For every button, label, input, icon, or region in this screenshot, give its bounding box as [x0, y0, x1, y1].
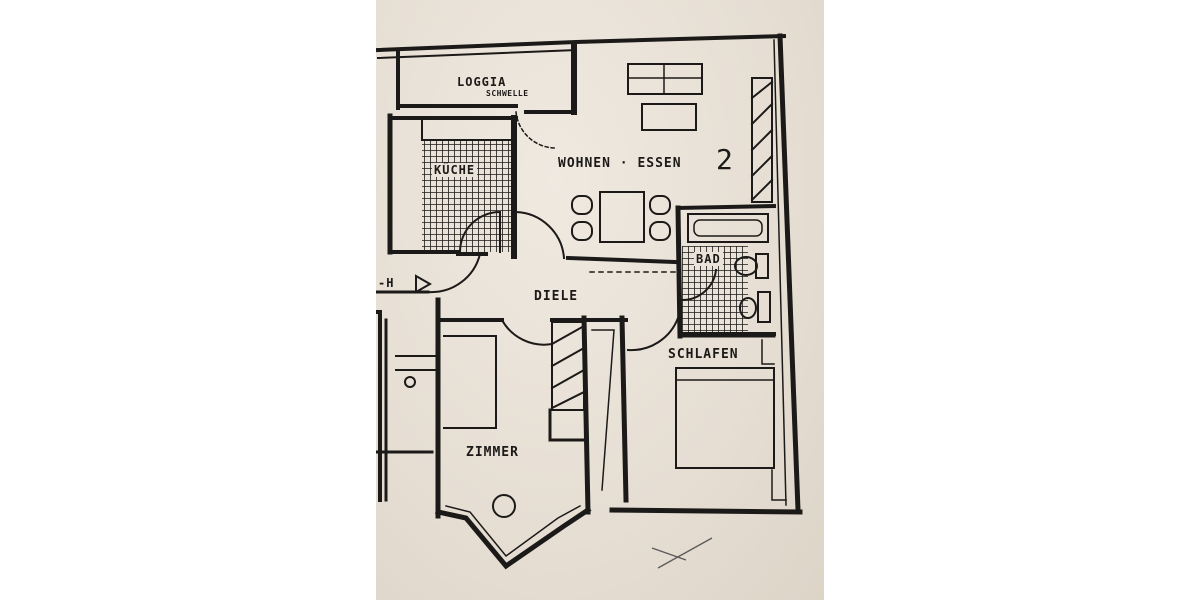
wall-top	[376, 33, 787, 53]
toilet-bowl	[734, 256, 758, 276]
label-loggia: LOGGIA	[457, 75, 507, 89]
hall-light	[404, 376, 416, 388]
paper-sheet	[376, 0, 824, 600]
door-zimmer-swing	[500, 318, 554, 346]
schlafen-wardrobe-line	[771, 469, 787, 501]
wall-right	[777, 33, 801, 513]
wall-bottom-right	[609, 507, 803, 515]
label-zimmer: ZIMMER	[466, 445, 519, 460]
dining-chair-2	[571, 221, 593, 241]
wardrobe-left-hatch	[550, 324, 586, 410]
basin-bowl	[739, 297, 757, 319]
label-kueche: KÜCHE	[432, 163, 478, 177]
wall-wohnen-bottom	[565, 255, 679, 265]
pencil-cross-mark-icon	[651, 537, 713, 569]
entrance-arrow-icon	[415, 274, 433, 294]
schlafen-bed	[675, 367, 775, 469]
door-schlafen-swing	[626, 316, 680, 352]
zimmer-chair	[492, 494, 516, 518]
dining-chair-3	[649, 195, 671, 215]
wardrobe-diagonal	[591, 329, 615, 491]
basin	[757, 291, 771, 323]
dining-chair-4	[649, 221, 671, 241]
wohnen-shelf	[751, 77, 773, 203]
zimmer-bed	[443, 335, 497, 429]
dining-chair-1	[571, 195, 593, 215]
label-schwelle: SCHWELLE	[486, 89, 529, 98]
wall-divider-schlafen	[619, 315, 629, 503]
coffee-table	[641, 103, 697, 131]
wall-bad-top	[675, 203, 777, 211]
label-hallway-fragment: -H	[378, 276, 395, 290]
label-schlafen: SCHLAFEN	[668, 347, 739, 362]
bathtub	[687, 213, 769, 243]
wall-bad-left	[675, 205, 683, 339]
label-diele: DIELE	[534, 289, 579, 304]
wall-right-inner	[773, 39, 787, 506]
sofa-divider	[627, 63, 703, 95]
dining-table	[599, 191, 645, 243]
door-loggia-swing	[515, 111, 557, 149]
wall-divider-left	[548, 408, 586, 442]
bathtub-inner	[693, 219, 763, 237]
sofa	[627, 63, 703, 95]
hall-column	[395, 355, 437, 371]
door-entrance-swing	[426, 252, 482, 294]
label-wohnen-essen: WOHNEN · ESSEN	[558, 156, 682, 171]
door-bad-swing	[680, 268, 718, 302]
wohnen-shelf-hatch	[750, 80, 774, 202]
wall-entrance-column	[376, 310, 382, 502]
zimmer-bay-window	[435, 506, 592, 570]
wall-top-inner	[376, 48, 578, 60]
door-kueche-swing	[458, 210, 502, 254]
hall-left-wall	[376, 318, 434, 502]
counter-kueche	[421, 117, 513, 141]
kueche-tile-floor	[422, 140, 512, 252]
label-bad: BAD	[694, 252, 723, 266]
door-wohnen-swing	[514, 210, 566, 260]
floor-plan-drawing	[376, 33, 803, 570]
schlafen-nightstand	[761, 339, 775, 365]
zimmer-bay-window-inner	[445, 504, 582, 558]
label-unit-number: 2	[716, 143, 734, 176]
